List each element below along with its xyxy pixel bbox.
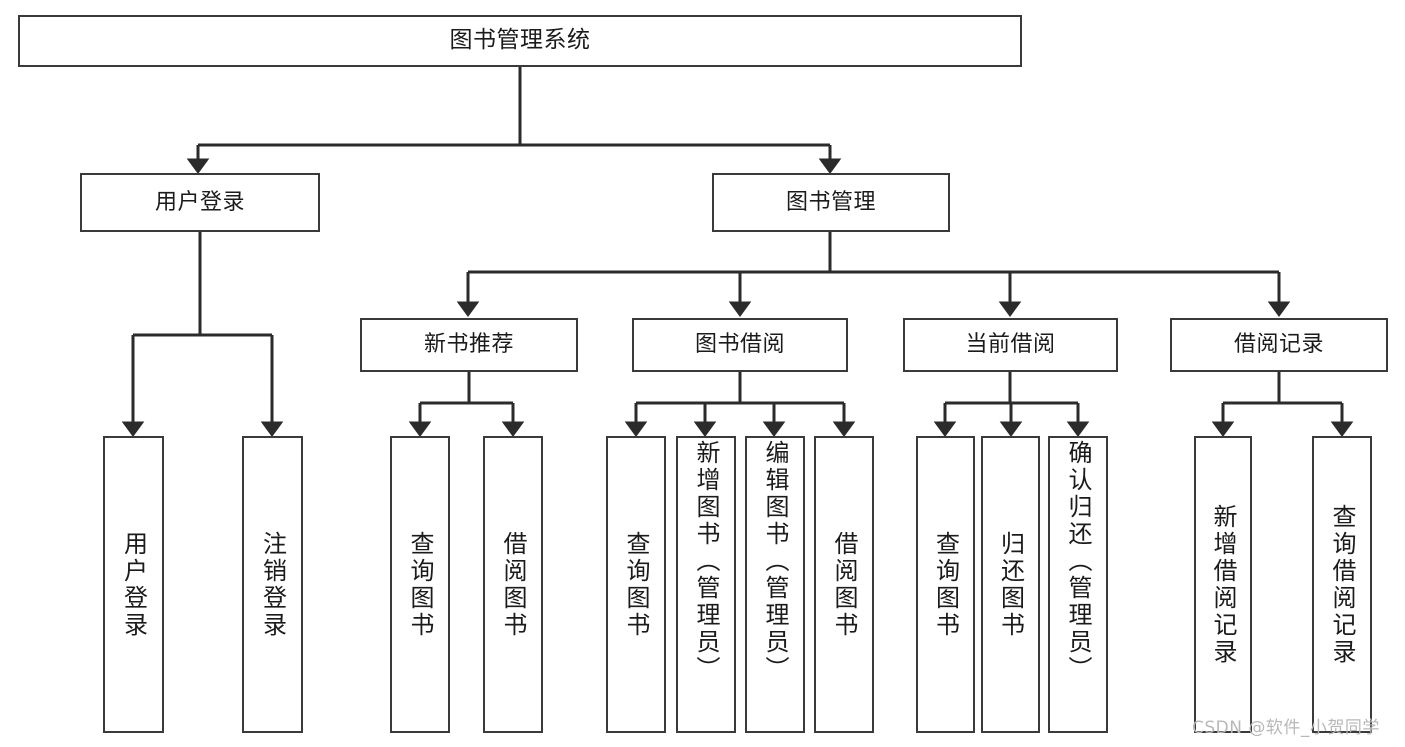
node-borrow-record-label: 借阅记录 [1233, 332, 1324, 358]
node-leaf-query-book-2[interactable]: 查询图书 [606, 436, 666, 733]
node-leaf-return-book[interactable]: 归还图书 [981, 436, 1040, 733]
node-current-borrow[interactable]: 当前借阅 [903, 318, 1118, 372]
node-book-borrow-label: 图书借阅 [694, 332, 785, 358]
node-leaf-confirm-return[interactable]: 确认归还（管理员） [1048, 436, 1108, 733]
node-leaf-query-record-label: 查询借阅记录 [1328, 503, 1356, 666]
node-leaf-query-book-2-label: 查询图书 [622, 530, 650, 639]
node-borrow-record[interactable]: 借阅记录 [1170, 318, 1388, 372]
node-user-login-label: 用户登录 [154, 189, 245, 215]
node-new-book-rec[interactable]: 新书推荐 [360, 318, 578, 372]
watermark: CSDN @软件_小贺同学 [1192, 718, 1380, 738]
node-leaf-query-book-3-label: 查询图书 [931, 530, 960, 639]
node-leaf-edit-book-label: 编辑图书（管理员） [761, 440, 789, 683]
node-book-manage-label: 图书管理 [785, 189, 876, 215]
node-root-label: 图书管理系统 [449, 27, 591, 54]
node-leaf-borrow-book-2[interactable]: 借阅图书 [814, 436, 874, 733]
node-leaf-user-login-label: 用户登录 [119, 530, 148, 639]
node-new-book-rec-label: 新书推荐 [423, 332, 514, 358]
node-leaf-query-book-3[interactable]: 查询图书 [916, 436, 975, 733]
node-leaf-add-book[interactable]: 新增图书（管理员） [676, 436, 736, 733]
node-leaf-query-book-1[interactable]: 查询图书 [390, 436, 450, 733]
node-book-borrow[interactable]: 图书借阅 [632, 318, 848, 372]
node-leaf-return-book-label: 归还图书 [996, 530, 1025, 639]
node-leaf-borrow-book-1[interactable]: 借阅图书 [483, 436, 543, 733]
node-root[interactable]: 图书管理系统 [18, 15, 1022, 67]
node-book-manage[interactable]: 图书管理 [712, 173, 950, 232]
node-leaf-user-login[interactable]: 用户登录 [103, 436, 164, 733]
node-leaf-borrow-book-2-label: 借阅图书 [830, 530, 858, 639]
node-current-borrow-label: 当前借阅 [965, 332, 1056, 358]
node-leaf-confirm-return-label: 确认归还（管理员） [1064, 440, 1092, 683]
node-leaf-logout[interactable]: 注销登录 [242, 436, 303, 733]
node-leaf-query-record[interactable]: 查询借阅记录 [1312, 436, 1372, 733]
node-leaf-add-record-label: 新增借阅记录 [1209, 503, 1237, 666]
node-leaf-edit-book[interactable]: 编辑图书（管理员） [745, 436, 805, 733]
node-leaf-add-record[interactable]: 新增借阅记录 [1194, 436, 1252, 733]
node-leaf-borrow-book-1-label: 借阅图书 [499, 530, 527, 639]
node-leaf-query-book-1-label: 查询图书 [406, 530, 434, 639]
node-leaf-add-book-label: 新增图书（管理员） [692, 440, 720, 683]
node-user-login[interactable]: 用户登录 [80, 173, 320, 232]
node-leaf-logout-label: 注销登录 [258, 530, 287, 639]
